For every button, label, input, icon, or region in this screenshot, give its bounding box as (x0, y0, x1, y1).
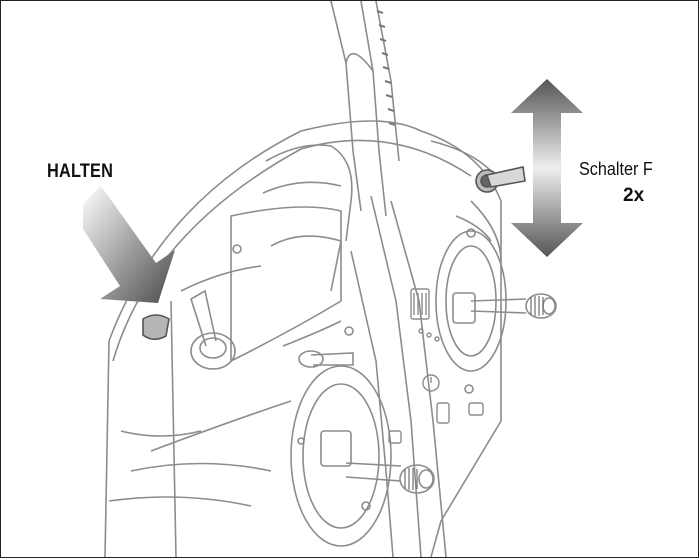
left-toggle-switch (191, 291, 235, 369)
right-gimbal (436, 231, 556, 371)
middle-toggle-switch (299, 351, 353, 367)
left-gimbal (291, 366, 434, 546)
switch-name-label: Schalter F (579, 159, 653, 180)
repeat-count-label: 2x (623, 185, 644, 207)
hold-switch (143, 315, 169, 339)
hold-label: HALTEN (47, 161, 113, 183)
switch-f (476, 167, 525, 192)
